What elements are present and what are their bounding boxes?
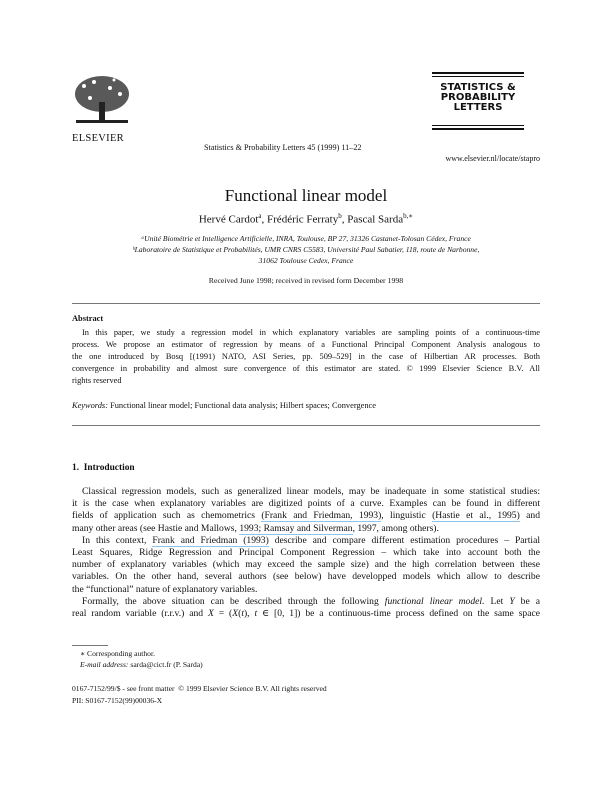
- text-run: ∈ [0, 1]) be a continuous-time process d…: [257, 608, 541, 619]
- elsevier-logo: ELSEVIER: [72, 74, 132, 144]
- journal-logo-line: STATISTICS &: [440, 82, 516, 93]
- footnote-email: E-mail address: sarda@cict.fr (P. Sarda): [80, 660, 203, 669]
- keywords: Keywords: Functional linear model; Funct…: [72, 401, 376, 410]
- text-run: Classical regression models, such as gen…: [82, 486, 540, 497]
- citation-link[interactable]: (Frank and Friedman, 1993): [261, 510, 382, 523]
- section-line: variables. On the other hand, several au…: [72, 571, 540, 583]
- text-run: it is the case when explanatory variable…: [72, 498, 540, 510]
- keywords-text: Functional linear model; Functional data…: [110, 401, 376, 410]
- abstract-line: process. We propose an estimator of regr…: [72, 340, 540, 349]
- section-line: In this context, Frank and Friedman (199…: [82, 534, 540, 547]
- journal-logo: STATISTICS & PROBABILITY LETTERS: [432, 72, 524, 130]
- affiliation: ᵇLaboratoire de Statistique et Probabili…: [132, 245, 480, 254]
- journal-logo-line: LETTERS: [453, 102, 503, 113]
- text-run: Least Squares, Ridge Regression and Prin…: [72, 547, 540, 558]
- text-run: In this context,: [82, 534, 153, 546]
- divider: [72, 303, 540, 304]
- paper-title: Functional linear model: [224, 186, 388, 205]
- section-line: the “functional” nature of explanatory v…: [72, 584, 540, 596]
- received-dates: Received June 1998; received in revised …: [208, 276, 404, 285]
- citation-link[interactable]: (Hastie et al., 1995): [432, 510, 520, 523]
- text-run: describe and compare different estimatio…: [268, 534, 540, 546]
- section-line: real random variable (r.r.v.) and X = (X…: [72, 608, 540, 620]
- text-run: Y: [509, 595, 515, 607]
- author-affil-mark: b,∗: [403, 212, 414, 220]
- text-run: number of explanatory variables (which m…: [72, 559, 540, 571]
- keywords-label: Keywords:: [72, 401, 108, 410]
- email-label: E-mail address:: [80, 660, 129, 669]
- text-run: ),: [243, 608, 255, 619]
- abstract-line: rights reserved: [72, 376, 122, 385]
- journal-citation: Statistics & Probability Letters 45 (199…: [204, 143, 362, 152]
- text-run: be a: [514, 595, 540, 607]
- text-run: real random variable (r.r.v.) and: [72, 608, 208, 619]
- text-run: the “functional” nature of explanatory v…: [72, 583, 258, 595]
- section-line: Least Squares, Ridge Regression and Prin…: [72, 547, 540, 559]
- text-run: many other areas (see Hastie and Mallows…: [72, 522, 240, 534]
- text-run: functional linear model.: [384, 595, 485, 607]
- divider: [72, 425, 540, 426]
- authors: Hervé Cardota, Frédéric Ferratyb, Pascal…: [198, 212, 414, 226]
- text-run: = (: [213, 608, 233, 619]
- pii: PII: S0167-7152(99)00036-X: [72, 696, 163, 705]
- section-heading: 1. Introduction: [72, 463, 135, 473]
- elsevier-tree-icon: [72, 74, 132, 126]
- citation-link[interactable]: Frank and Friedman (1993): [152, 534, 269, 547]
- abstract-line: In this paper, we study a regression mod…: [82, 328, 540, 337]
- abstract-heading: Abstract: [72, 314, 104, 323]
- text-run: and: [519, 510, 540, 522]
- section-line: many other areas (see Hastie and Mallows…: [72, 522, 540, 535]
- journal-logo-line: PROBABILITY: [440, 92, 516, 103]
- abstract-line: the one introduced by Bosq [(1991) NATO,…: [72, 352, 540, 361]
- author-affil-mark: b: [338, 212, 342, 220]
- affiliation: ᵃUnité Biométrie et Intelligence Artific…: [141, 234, 471, 243]
- author: Pascal Sarda: [347, 213, 404, 226]
- section-line: it is the case when explanatory variable…: [72, 498, 540, 510]
- footnote-corresponding: ∗ Corresponding author.: [80, 649, 155, 658]
- author: Hervé Cardot: [198, 213, 259, 226]
- publisher-name: ELSEVIER: [72, 133, 124, 144]
- text-run: X: [232, 608, 239, 619]
- affiliation: 31062 Toulouse Cedex, France: [258, 256, 354, 265]
- email-address[interactable]: sarda@cict.fr (P. Sarda): [130, 660, 203, 669]
- footnote-rule: [72, 645, 108, 646]
- text-run: variables. On the other hand, several au…: [72, 571, 540, 583]
- author: Frédéric Ferraty: [267, 213, 339, 226]
- text-run: Formally, the above situation can be des…: [82, 595, 385, 607]
- text-run: X: [207, 608, 214, 619]
- text-run: t: [241, 608, 244, 619]
- text-run: , 1997, among others).: [352, 522, 439, 534]
- text-run: (: [238, 608, 242, 619]
- author-affil-mark: a: [258, 212, 262, 220]
- abstract-line: convergence in probability and almost su…: [72, 364, 540, 373]
- text-run: Let: [484, 595, 510, 607]
- citation-link[interactable]: 1993; Ramsay and Silverman: [239, 522, 353, 535]
- front-matter: 0167-7152/99/$ - see front matter © 1999…: [72, 684, 327, 693]
- text-run: fields of application such as chemometri…: [72, 510, 262, 522]
- journal-url[interactable]: www.elsevier.nl/locate/stapro: [445, 154, 540, 163]
- section-line: number of explanatory variables (which m…: [72, 559, 540, 571]
- text-run: , linguistic: [381, 510, 433, 522]
- text-run: t: [254, 608, 258, 619]
- section-line: Classical regression models, such as gen…: [82, 486, 540, 498]
- section-line: fields of application such as chemometri…: [72, 510, 540, 523]
- section-line: Formally, the above situation can be des…: [82, 596, 540, 608]
